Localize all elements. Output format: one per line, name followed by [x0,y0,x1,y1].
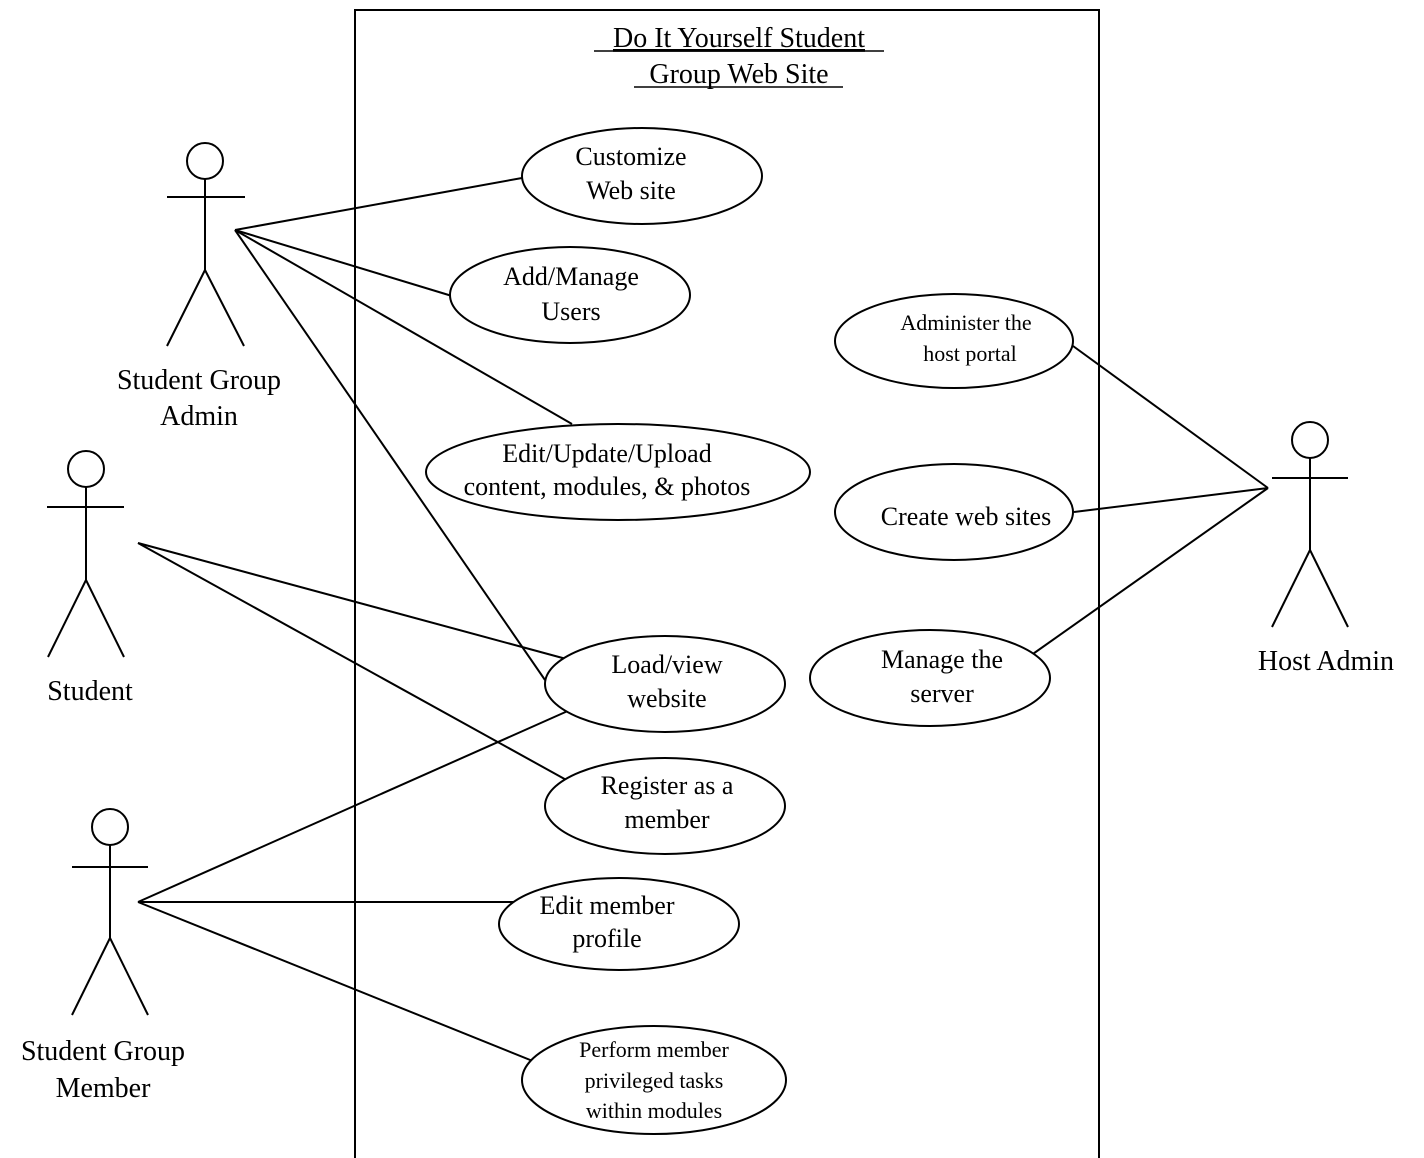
use-case-label: within modules [586,1098,722,1123]
actor-label: Student Group [21,1036,185,1067]
assoc-member-load-view [137,709,571,903]
use-case-ellipse [521,127,763,225]
use-case-load-view-website[interactable]: Load/view website [544,635,786,733]
actor-label: Student Group [117,365,281,396]
assoc-host-manage-server [1029,487,1269,657]
use-case-label: Create web sites [881,502,1051,531]
system-boundary [354,9,1100,1158]
system-title: Do It Yourself Student Group Web Site [594,23,884,90]
use-case-ellipse [544,635,786,733]
use-case-label: server [910,679,974,708]
use-case-ellipse [544,757,786,855]
use-case-label: member [624,805,710,834]
use-case-label: website [627,684,706,713]
use-case-manage-server[interactable]: Manage the server [809,629,1051,727]
stick-figure-icon [47,450,125,658]
assoc-admin-manage-users [234,229,453,297]
assoc-student-load-view [137,542,571,661]
use-case-label: Perform member [579,1037,729,1062]
actor-label: Host Admin [1258,646,1394,677]
actor-host-admin[interactable]: Host Admin [1258,421,1394,677]
actor-label: Admin [160,401,238,432]
assoc-admin-edit-content [234,229,573,425]
use-case-label: Edit/Update/Upload [502,439,711,468]
use-case-label: Users [541,297,600,326]
assoc-host-create-sites [1073,487,1269,513]
use-case-edit-content[interactable]: Edit/Update/Upload content, modules, & p… [425,423,811,521]
stick-figure-icon [1271,421,1349,628]
use-case-ellipse [834,463,1074,561]
use-case-ellipse [834,293,1074,389]
use-case-register-member[interactable]: Register as a member [544,757,786,855]
use-case-label: Load/view [611,650,722,679]
use-case-label: profile [572,924,641,953]
use-case-customize[interactable]: Customize Web site [521,127,763,225]
use-case-label: Customize [575,142,686,171]
use-case-label: content, modules, & photos [464,472,751,501]
assoc-admin-load-view [234,229,546,681]
use-case-ellipse [521,1025,787,1135]
use-case-perform-privileged-tasks[interactable]: Perform member privileged tasks within m… [521,1025,787,1135]
actor-label: Member [56,1073,152,1104]
use-case-ellipse [425,423,811,521]
use-case-label: Register as a [601,771,734,800]
use-case-create-web-sites[interactable]: Create web sites [834,463,1074,561]
use-case-add-manage-users[interactable]: Add/Manage Users [449,246,691,344]
stick-figure-icon [166,142,245,347]
use-case-label: Manage the [881,645,1003,674]
assoc-host-administer-portal [1072,345,1269,489]
use-case-label: Administer the [900,310,1031,335]
use-case-label: host portal [923,341,1017,366]
use-case-edit-member-profile[interactable]: Edit member profile [498,877,740,971]
assoc-member-perform-tasks [137,901,561,1073]
stick-figure-icon [71,808,149,1016]
use-case-label: Edit member [539,891,674,920]
use-case-ellipse [498,877,740,971]
actor-label: Student [47,676,133,707]
system-title-line-1: Do It Yourself Student [613,23,865,54]
assoc-admin-customize [234,177,523,231]
actor-student[interactable]: Student [47,450,133,707]
actor-student-group-member[interactable]: Student Group Member [21,808,185,1104]
use-case-ellipse [449,246,691,344]
use-case-administer-host-portal[interactable]: Administer the host portal [834,293,1074,389]
system-title-line-2: Group Web Site [649,59,828,90]
use-case-label: privileged tasks [585,1068,724,1093]
use-case-ellipse [809,629,1051,727]
use-case-label: Add/Manage [503,262,639,291]
use-case-label: Web site [586,176,676,205]
actor-student-group-admin[interactable]: Student Group Admin [117,142,281,432]
associations [137,177,1269,1073]
